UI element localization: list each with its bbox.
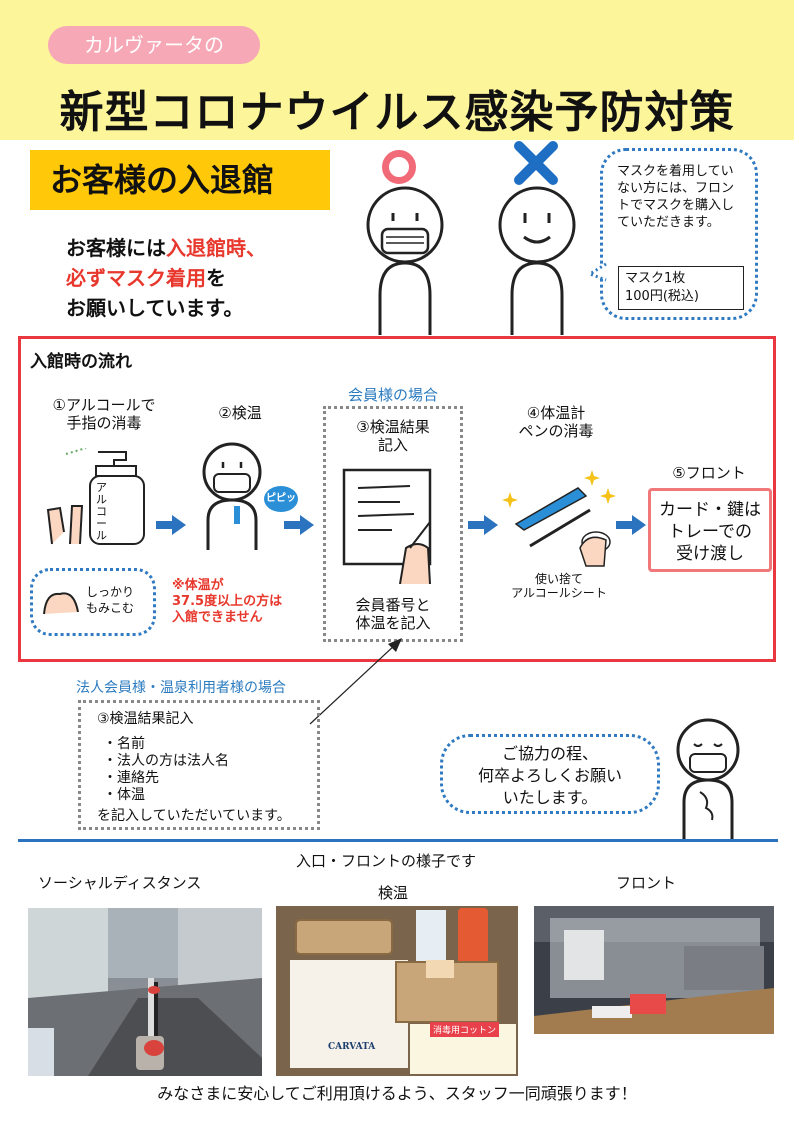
step3-label: ③検温結果 記入 xyxy=(326,418,460,454)
section-divider xyxy=(18,839,778,842)
header-banner xyxy=(0,0,794,140)
footer-message: みなさまに安心してご利用頂けるよう、スタッフ一同頑張ります！ xyxy=(157,1084,637,1103)
request-text: お客様には xyxy=(66,236,166,260)
corporate-title: ③検温結果記入 xyxy=(97,711,194,727)
temperature-person-figure xyxy=(196,440,282,550)
thanks-line: いたします。 xyxy=(502,788,598,807)
section-label: お客様の入退館 xyxy=(30,150,330,210)
rub-line: もみこむ xyxy=(86,601,135,615)
photos-heading: 入口・フロントの様子です xyxy=(296,852,477,870)
mask-price-box: マスク1枚 100円(税込) xyxy=(618,266,744,310)
corporate-item: ・名前 xyxy=(103,736,145,752)
flow-arrow-icon xyxy=(156,515,186,535)
rub-hands-text: しっかり もみこむ xyxy=(86,584,134,616)
writing-form-icon xyxy=(340,466,440,585)
front-line: 受け渡し xyxy=(676,544,744,564)
rub-line: しっかり xyxy=(86,585,135,599)
mask-info-text: マスクを着用していない方には、フロントでマスクを購入していただきます。 xyxy=(617,164,735,230)
masked-person-figure xyxy=(360,185,450,335)
step1-line: ①アルコールで xyxy=(52,396,156,414)
corporate-item: ・体温 xyxy=(103,787,145,803)
request-text: を xyxy=(206,266,226,290)
corporate-case-label: 法人会員様・温泉利用者様の場合 xyxy=(76,680,286,696)
alcohol-bottle-icon xyxy=(36,447,156,548)
ng-cross-icon xyxy=(513,140,559,186)
step4-line: ④体温計 xyxy=(526,404,586,422)
front-handover-box: カード・鍵は トレーでの 受け渡し xyxy=(648,488,772,572)
corporate-item: ・連絡先 xyxy=(103,770,159,786)
ok-circle-icon xyxy=(382,150,416,184)
corporate-footer: を記入していただいています。 xyxy=(97,808,291,824)
step3-line: 記入 xyxy=(377,436,408,454)
member-note-line: 会員番号と xyxy=(355,596,431,614)
request-text: お願いしています。 xyxy=(66,296,244,320)
entry-flow-panel xyxy=(18,336,776,662)
corporate-item: ・法人の方は法人名 xyxy=(103,753,229,769)
thanks-line: ご協力の程、 xyxy=(501,744,598,763)
bowing-person-figure xyxy=(670,712,750,840)
fever-note-line: ※体温が xyxy=(172,578,224,593)
step5-label: ⑤フロント xyxy=(672,464,746,482)
sheet-line: 使い捨て xyxy=(534,572,583,586)
request-highlight: 必ずマスク着用 xyxy=(66,266,206,290)
mask-price-line: 100円(税込) xyxy=(625,289,699,304)
mask-info-bubble: マスクを着用していない方には、フロントでマスクを購入していただきます。 xyxy=(600,148,758,320)
corporate-info-box: ③検温結果記入 ・名前 ・法人の方は法人名 ・連絡先 ・体温 を記入していただい… xyxy=(78,700,320,830)
step1-label: ①アルコールで 手指の消毒 xyxy=(34,396,174,432)
step1-line: 手指の消毒 xyxy=(66,414,142,432)
thanks-line: 何卒よろしくお願い xyxy=(477,766,622,785)
bubble-tail xyxy=(586,262,608,282)
flow-arrow-icon xyxy=(468,515,498,535)
carvata-logo: CARVATA xyxy=(328,1042,376,1052)
step4-label: ④体温計 ペンの消毒 xyxy=(496,404,616,440)
flow-title: 入館時の流れ xyxy=(30,352,132,372)
entrance-photo xyxy=(28,908,262,1076)
front-desk-photo xyxy=(534,906,774,1034)
member-step-box xyxy=(323,406,463,642)
hands-icon xyxy=(40,584,82,620)
member-note: 会員番号と 体温を記入 xyxy=(326,596,460,632)
mask-request-text: お客様には入退館時、 必ずマスク着用を お願いしています。 xyxy=(66,233,266,323)
thanks-bubble: ご協力の程、 何卒よろしくお願い いたします。 xyxy=(440,734,660,814)
fever-note-line: 入館できません xyxy=(172,610,263,625)
alcohol-sheet-caption: 使い捨て アルコールシート xyxy=(494,572,624,600)
front-line: カード・鍵は xyxy=(659,500,761,520)
mask-price-line: マスク1枚 xyxy=(625,271,686,286)
step2-label: ②検温 xyxy=(218,404,262,422)
unmasked-person-figure xyxy=(492,185,582,335)
step4-line: ペンの消毒 xyxy=(518,422,594,440)
request-highlight: 入退館時、 xyxy=(166,236,266,260)
brand-pill: カルヴァータの xyxy=(48,26,260,64)
fever-note: ※体温が 37.5度以上の方は 入館できません xyxy=(172,578,282,626)
step3-line: ③検温結果 xyxy=(356,418,430,436)
cotton-sign: 消毒用コットン xyxy=(430,1022,500,1037)
photo-caption-temp: 検温 xyxy=(378,884,409,902)
flow-arrow-icon xyxy=(284,515,314,535)
page-title: 新型コロナウイルス感染予防対策 xyxy=(59,87,735,138)
connector-arrow xyxy=(306,636,406,728)
temperature-desk-photo xyxy=(276,906,518,1076)
member-case-label: 会員様の場合 xyxy=(347,386,438,404)
rub-hands-bubble xyxy=(30,568,156,636)
thermometer-pen-icon xyxy=(500,462,624,572)
sheet-line: アルコールシート xyxy=(511,586,607,600)
photo-caption-social: ソーシャルディスタンス xyxy=(38,874,202,892)
photo-caption-front: フロント xyxy=(616,874,677,892)
beep-bubble: ピピッ xyxy=(264,486,298,512)
flow-arrow-icon xyxy=(616,515,646,535)
fever-note-line: 37.5度以上の方は xyxy=(172,594,283,609)
front-line: トレーでの xyxy=(668,522,752,542)
member-note-line: 体温を記入 xyxy=(355,614,431,632)
bottle-label: アルコール xyxy=(96,481,107,542)
